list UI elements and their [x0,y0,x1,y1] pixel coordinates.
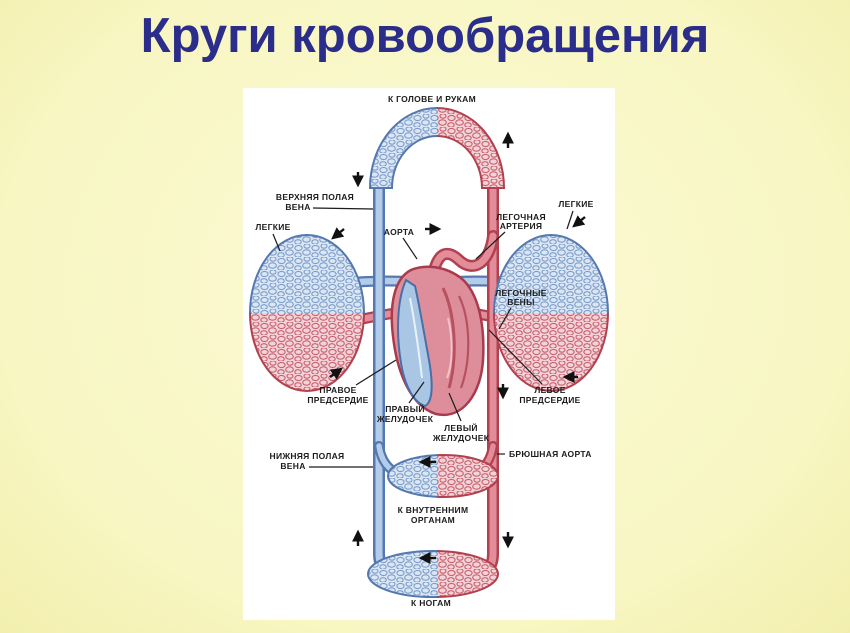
label-pulmonary-artery-line2: АРТЕРИЯ [500,221,543,231]
label-aorta: АОРТА [384,227,415,237]
flow-arrow-left-lung [331,227,345,240]
label-ivc-line1: НИЖНЯЯ ПОЛАЯ [270,451,345,461]
diagram-panel: К ГОЛОВЕ И РУКАМ ВЕРХНЯЯ ПОЛАЯ ВЕНА ЛЕГК… [243,88,615,620]
label-to-head: К ГОЛОВЕ И РУКАМ [388,94,476,104]
heart-highlight [446,317,453,379]
label-left-atrium-line2: ПРЕДСЕРДИЕ [519,395,580,405]
flow-arrows [329,131,586,564]
page-title: Круги кровообращения [140,9,710,63]
heart-shading-2 [458,295,470,389]
label-to-organs-line1: К ВНУТРЕННИМ [398,505,469,515]
head-bed-blue-half [368,107,437,189]
label-lungs-left: ЛЕГКИЕ [255,222,290,232]
label-pulmonary-artery-line1: ЛЕГОЧНАЯ [496,212,546,222]
vena-cava-outline [373,177,409,586]
right-lung-red-half [493,313,609,392]
right-lung-capillary-bed [493,234,609,392]
heart-shading-1 [441,287,456,389]
label-right-ventricle-line1: ПРАВЫЙ [385,403,425,414]
leader-svc [312,207,374,210]
flow-arrow-right-lung [572,215,586,228]
label-svc-line2: ВЕНА [285,202,310,212]
label-to-legs: К НОГАМ [411,598,451,608]
left-lung-blue-half [249,234,365,313]
organs-bed-red-half [437,454,499,498]
label-right-atrium-line1: ПРАВОЕ [319,385,356,395]
label-left-atrium-line1: ЛЕВОЕ [534,385,565,395]
legs-bed-red-half [437,550,499,598]
leader-pulmonary-artery [475,231,506,260]
venous-trunk [373,177,409,586]
left-lung-capillary-bed [249,234,365,392]
heart [390,265,485,417]
organs-capillary-bed [387,454,499,498]
label-left-ventricle-line1: ЛЕВЫЙ [444,422,478,433]
leader-left-atrium [488,329,543,385]
leader-aorta [402,237,418,260]
label-pulmonary-veins-line1: ЛЕГОЧНЫЕ [495,288,546,298]
label-abdominal-aorta: БРЮШНАЯ АОРТА [509,449,592,459]
heart-right-side [397,278,433,408]
label-ivc-line2: ВЕНА [280,461,305,471]
head-bed-red-half [437,107,506,189]
leader-right-atrium [355,359,397,386]
label-pulmonary-veins-line2: ВЕНЫ [507,297,534,307]
head-capillary-bed [368,107,506,189]
leader-left-ventricle [448,392,462,422]
leader-lines [272,207,574,468]
circulation-diagram: К ГОЛОВЕ И РУКАМ ВЕРХНЯЯ ПОЛАЯ ВЕНА ЛЕГК… [249,94,609,608]
label-right-atrium-line2: ПРЕДСЕРДИЕ [307,395,368,405]
label-svc-line1: ВЕРХНЯЯ ПОЛАЯ [276,192,354,202]
leader-lungs-right [566,210,574,230]
leader-pulmonary-veins [498,307,512,330]
right-lung-blue-half [493,234,609,313]
diagram-labels: К ГОЛОВЕ И РУКАМ ВЕРХНЯЯ ПОЛАЯ ВЕНА ЛЕГК… [255,94,593,608]
aortic-arch-core [428,232,497,284]
label-left-ventricle-line2: ЖЕЛУДОЧЕК [432,433,490,443]
label-right-ventricle-line2: ЖЕЛУДОЧЕК [376,414,434,424]
leader-lungs-left [272,233,281,252]
leader-right-ventricle [408,381,425,404]
heart-right-highlight [409,297,423,379]
flow-arrow-right-atrium [329,367,343,380]
label-lungs-right: ЛЕГКИЕ [558,199,593,209]
label-to-organs-line2: ОРГАНАМ [411,515,455,525]
